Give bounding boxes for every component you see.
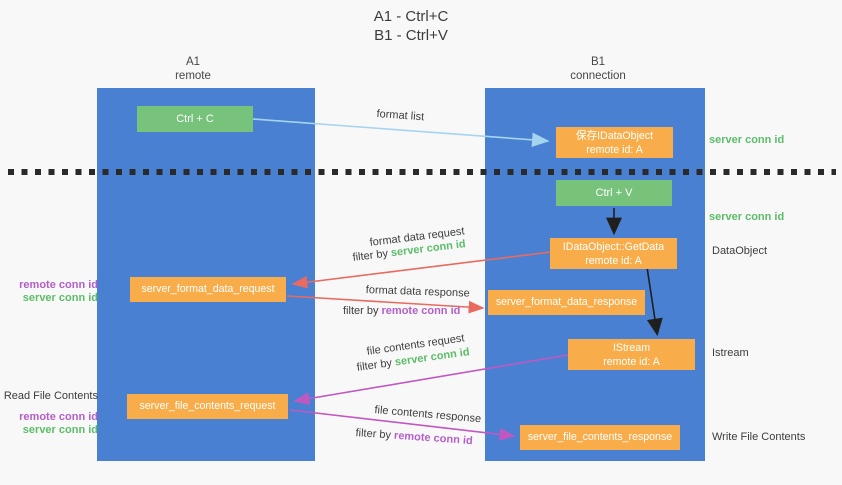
- filter-by-text: filter by: [356, 356, 396, 374]
- remote-conn-id-label: remote conn id: [19, 411, 98, 423]
- left-conn-id-block-file: remote conn id server conn id: [0, 411, 98, 437]
- server-file-contents-request-node: server_file_contents_request: [127, 394, 288, 419]
- lane-a1-name: A1: [185, 56, 201, 68]
- save-idataobject-line2: remote id: A: [586, 144, 643, 156]
- server-format-data-request-node: server_format_data_request: [130, 277, 286, 302]
- filter-by-text: filter by: [355, 427, 395, 442]
- lane-b1-subtitle: connection: [570, 70, 626, 82]
- ctrl-c-node: Ctrl + C: [137, 106, 253, 132]
- dataobject-label: DataObject: [712, 245, 768, 257]
- lane-a1-subtitle: remote: [175, 70, 211, 82]
- lane-b1-name: B1: [590, 56, 606, 68]
- server-file-contents-response-node: server_file_contents_response: [520, 425, 680, 450]
- server-conn-id-label-top: server conn id: [709, 134, 785, 146]
- istream-side-label: Istream: [712, 347, 749, 359]
- filter-by-text: filter by: [343, 305, 382, 317]
- istream-line2: remote id: A: [603, 356, 660, 368]
- title-line-2: B1 - Ctrl+V: [374, 27, 448, 44]
- istream-node: IStream remote id: A: [568, 339, 695, 370]
- write-file-contents-label: Write File Contents: [712, 431, 806, 443]
- file-contents-response-filter-label: filter by remote conn id: [355, 427, 473, 447]
- remote-conn-id-label: remote conn id: [19, 279, 98, 291]
- filter-by-text: filter by: [352, 247, 392, 264]
- lane-header-b1: B1 connection: [498, 55, 698, 83]
- server-conn-id-label-mid: server conn id: [709, 211, 785, 223]
- ctrl-v-node: Ctrl + V: [556, 180, 672, 206]
- format-data-response-label: format data response: [365, 284, 470, 300]
- getdata-line1: IDataObject::GetData: [562, 241, 665, 253]
- diagram-title: A1 - Ctrl+C B1 - Ctrl+V: [311, 7, 511, 45]
- server-conn-id-label: server conn id: [22, 292, 98, 304]
- left-conn-id-block-format: remote conn id server conn id: [0, 279, 98, 305]
- lane-header-a1: A1 remote: [93, 55, 293, 83]
- save-idataobject-node: 保存IDataObject remote id: A: [556, 127, 673, 158]
- title-line-1: A1 - Ctrl+C: [373, 8, 449, 25]
- read-file-contents-label: Read File Contents: [3, 390, 98, 402]
- server-conn-id-label: server conn id: [22, 424, 98, 436]
- getdata-line2: remote id: A: [585, 255, 642, 267]
- istream-line1: IStream: [612, 342, 651, 354]
- remote-conn-id-text: remote conn id: [381, 305, 461, 317]
- save-idataobject-line1: 保存IDataObject: [575, 130, 654, 142]
- remote-conn-id-text: remote conn id: [393, 429, 474, 448]
- format-data-response-filter-label: filter by remote conn id: [343, 305, 460, 317]
- idataobject-getdata-node: IDataObject::GetData remote id: A: [550, 238, 677, 269]
- file-contents-response-label: file contents response: [373, 404, 482, 426]
- server-format-data-response-node: server_format_data_response: [488, 290, 645, 315]
- format-list-label: format list: [376, 108, 425, 124]
